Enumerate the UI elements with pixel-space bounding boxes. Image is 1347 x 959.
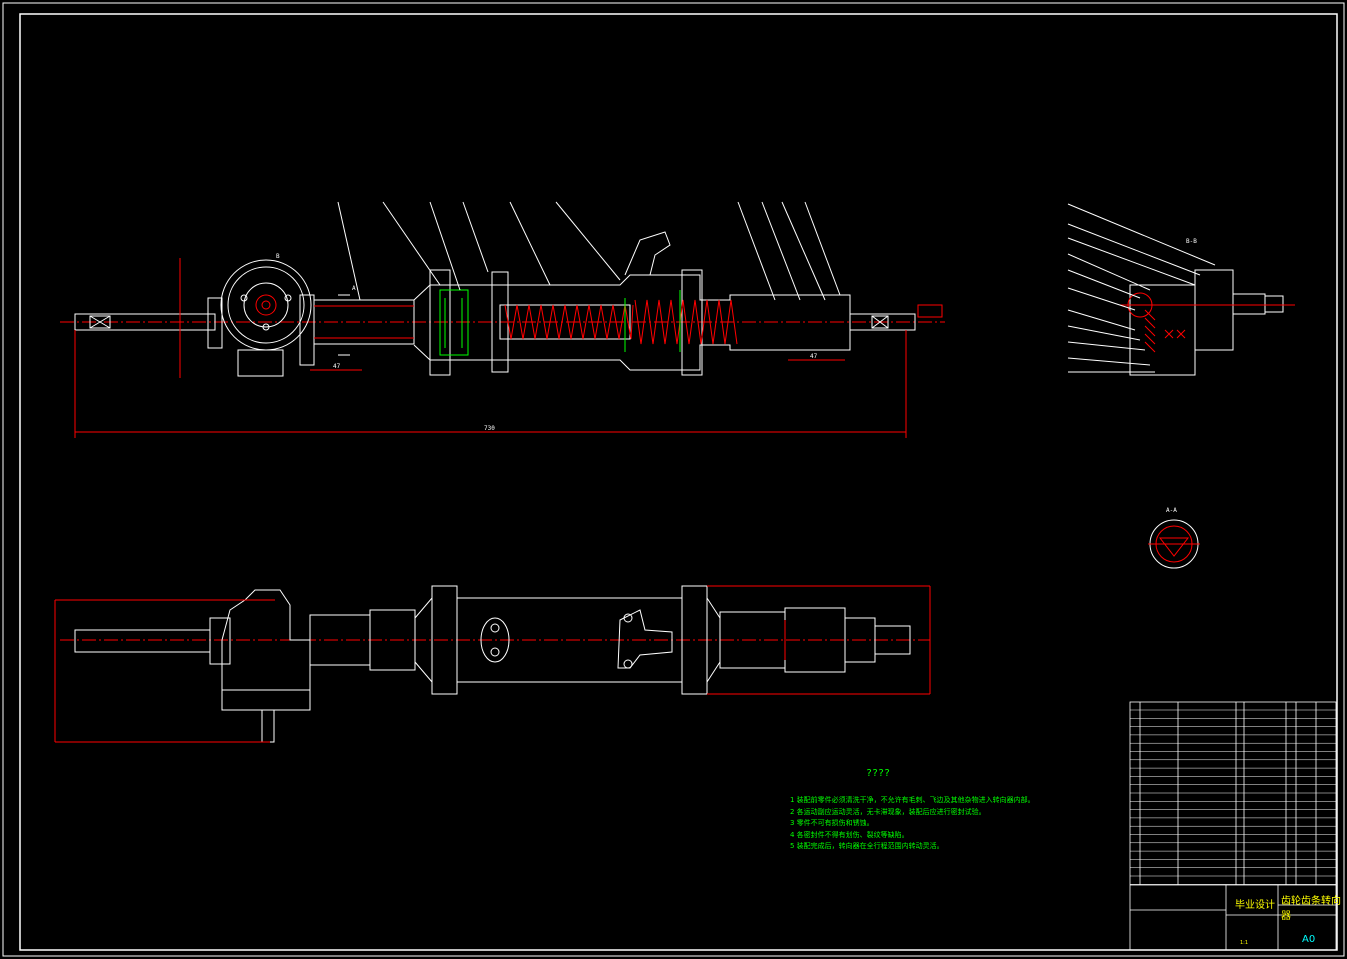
scale: 1:1 — [1240, 940, 1249, 946]
note-line: 4 各密封件不得有划伤、裂纹等缺陷。 — [790, 830, 909, 839]
view-label-aa: A-A — [1166, 507, 1177, 514]
view-bb — [1067, 203, 1295, 376]
technical-notes: 1 装配前零件必须清洗干净，不允许有毛刺、飞边及其他杂物进入转向器内部。 2 各… — [790, 795, 1035, 853]
view-label-bb: B-B — [1186, 238, 1197, 245]
note-line: 1 装配前零件必须清洗干净，不允许有毛刺、飞边及其他杂物进入转向器内部。 — [790, 796, 1035, 804]
notes-title: ???? — [866, 768, 891, 779]
dim-overall-length: 730 — [484, 425, 495, 432]
external-view — [54, 585, 931, 743]
inner-border — [19, 13, 1338, 951]
bom-rows — [1130, 709, 1336, 885]
sheet-size: A0 — [1302, 934, 1316, 945]
part-name: 齿轮齿条转向器 — [1281, 896, 1341, 922]
design-name: 毕业设计 — [1235, 900, 1275, 911]
section-label-a: A — [352, 285, 356, 292]
section-label-b: B — [276, 253, 280, 260]
main-section-view — [60, 201, 945, 438]
dim-stroke-left: 47 — [333, 363, 341, 370]
note-line: 5 装配完成后，转向器在全行程范围内转动灵活。 — [790, 842, 944, 851]
view-aa — [1148, 519, 1200, 569]
title-block — [1129, 701, 1337, 951]
dim-stroke-right: 47 — [810, 353, 818, 360]
note-line: 2 各运动副应运动灵活，无卡滞现象，装配后应进行密封试验。 — [790, 807, 986, 816]
note-line: 3 零件不可有损伤和锈蚀。 — [790, 819, 874, 828]
